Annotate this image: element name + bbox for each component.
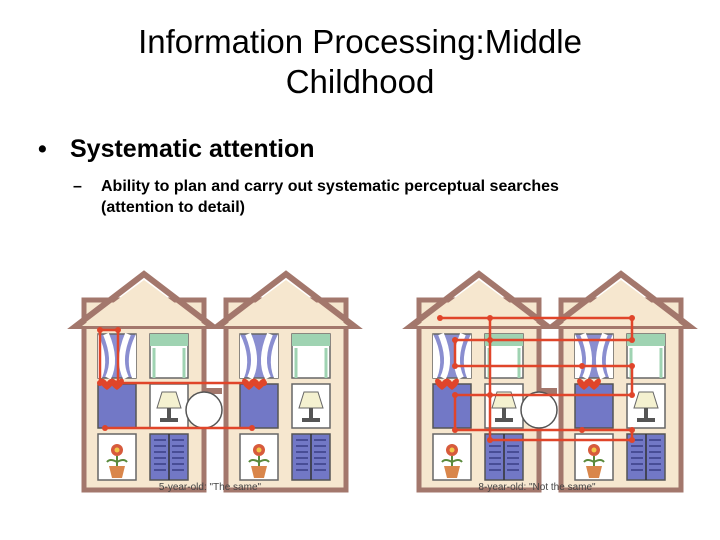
bullet-dot: • (38, 135, 47, 163)
bullet-dash: – (73, 178, 82, 195)
bullet-sub-text: Ability to plan and carry out systematic… (101, 178, 559, 216)
bullet-main: • Systematic attention (38, 135, 315, 164)
slide-title: Information Processing:Middle Childhood (138, 23, 582, 100)
bullet-main-text: Systematic attention (70, 135, 315, 163)
bullet-sub: – Ability to plan and carry out systemat… (73, 176, 633, 218)
right-house-pair: 8-year-old: "Not the same" (411, 274, 689, 493)
left-caption: 5-year-old: "The same" (159, 482, 262, 493)
right-caption: 8-year-old: "Not the same" (478, 482, 596, 493)
left-house-pair: 5-year-old: "The same" (76, 274, 354, 493)
